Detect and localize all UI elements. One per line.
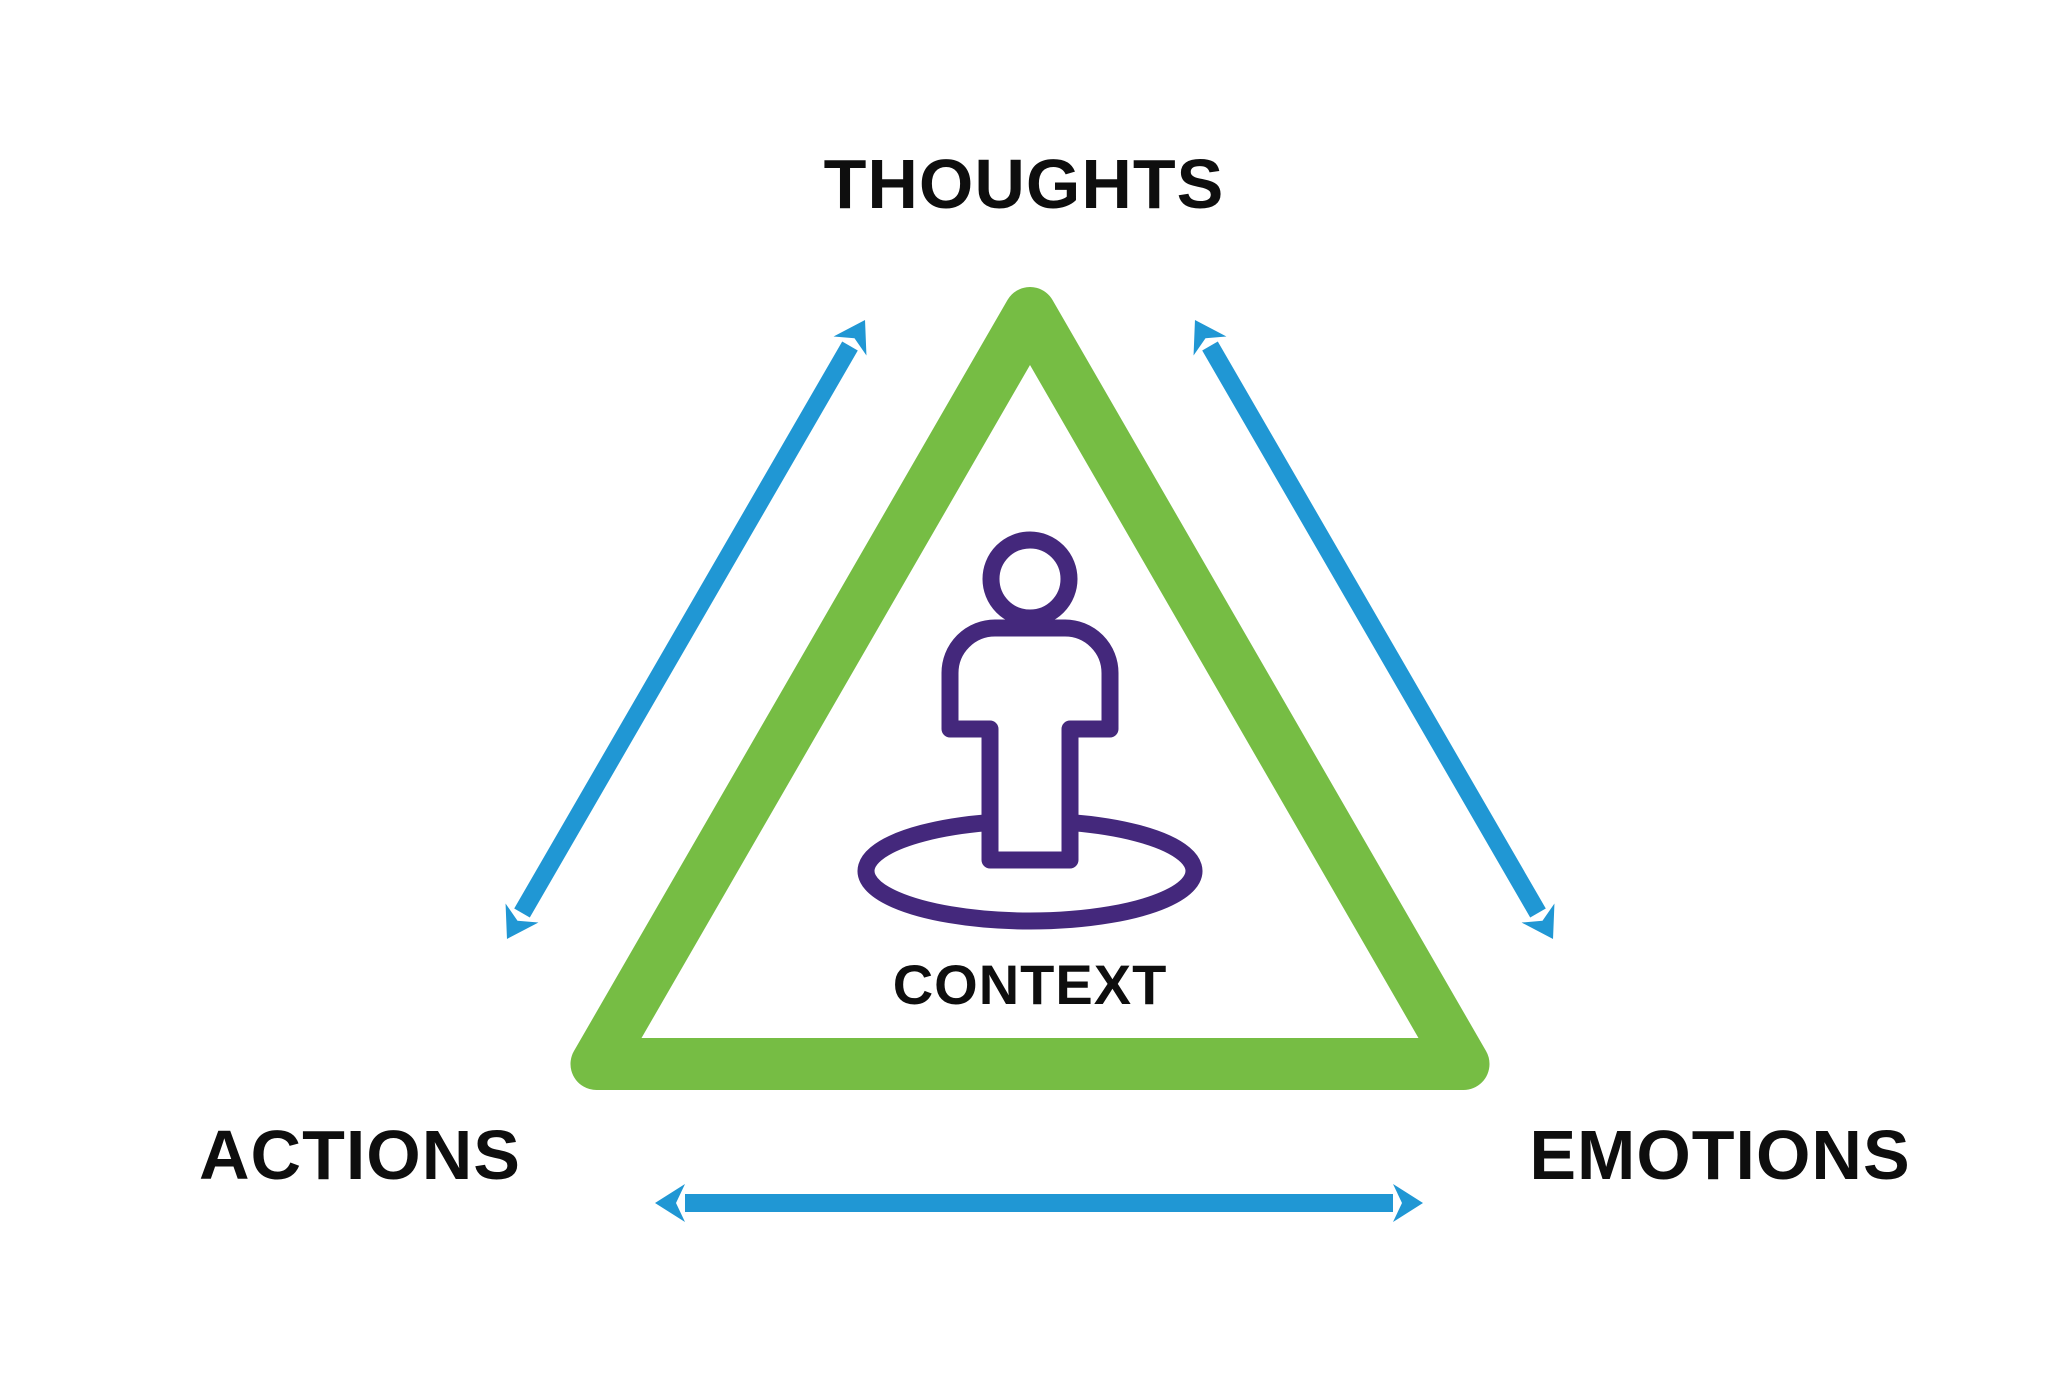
person-icon	[857, 531, 1203, 930]
thoughts-actions-arrow	[505, 320, 867, 939]
emotions-label: EMOTIONS	[1529, 1116, 1911, 1194]
thoughts-emotions-arrow	[1193, 320, 1555, 939]
person-head-icon	[982, 531, 1078, 627]
actions-label: ACTIONS	[199, 1116, 521, 1194]
person-body-icon	[941, 619, 1119, 869]
context-label: CONTEXT	[892, 953, 1168, 1016]
context-ring-icon	[857, 814, 1203, 930]
thoughts-label: THOUGHTS	[823, 145, 1225, 223]
